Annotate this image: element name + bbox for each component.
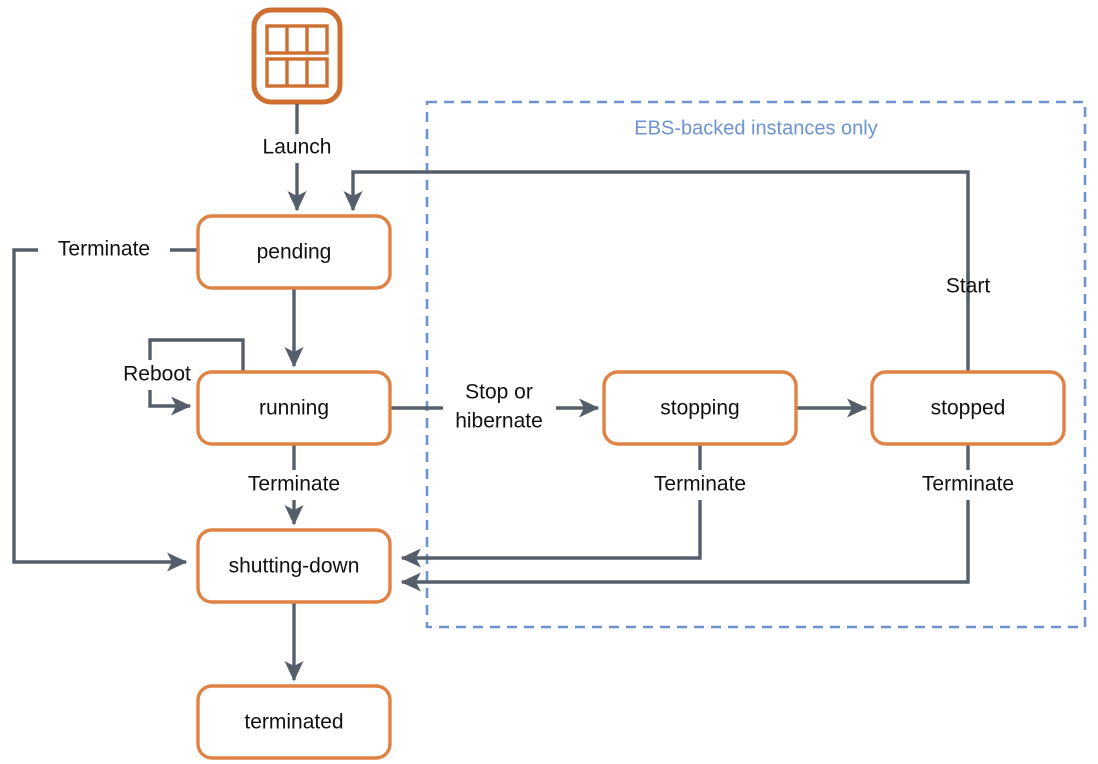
edge-label-terminate-running: Terminate (248, 473, 340, 496)
state-node-stopped[interactable]: stopped (870, 370, 1066, 446)
state-node-running-label: running (259, 397, 329, 420)
edge-label-terminate-stopping: Terminate (654, 473, 746, 496)
state-node-shutting-down-label: shutting-down (229, 555, 360, 578)
state-node-stopping-box[interactable] (602, 370, 798, 446)
state-node-stopped-label: stopped (931, 397, 1006, 420)
state-node-pending-label: pending (257, 241, 332, 264)
state-node-terminated[interactable]: terminated (196, 684, 392, 760)
state-node-pending-box[interactable] (196, 214, 392, 290)
state-node-shutting-down[interactable]: shutting-down (196, 528, 392, 604)
edge-reboot-lower (148, 390, 192, 416)
edge-label-terminate-stopped: Terminate (922, 473, 1014, 496)
edge-terminate-pending-left (12, 248, 188, 572)
edge-terminate-stopping-lower (400, 500, 702, 568)
ebs-backed-group-box (425, 100, 1087, 629)
state-node-running[interactable]: running (196, 370, 392, 446)
state-node-pending[interactable]: pending (196, 214, 392, 290)
edge-terminate-stopped-lower (400, 500, 970, 592)
state-node-terminated-box[interactable] (196, 684, 392, 760)
edge-label-launch: Launch (263, 136, 332, 159)
state-node-stopping-label: stopping (660, 397, 739, 420)
edge-label-reboot: Reboot (123, 363, 191, 386)
ami-icon (251, 7, 343, 105)
edge-label-start: Start (946, 275, 991, 298)
state-node-stopped-box[interactable] (870, 370, 1066, 446)
state-node-running-box[interactable] (196, 370, 392, 446)
ebs-backed-group-label: EBS-backed instances only (634, 117, 877, 139)
edge-label-stop-line1: Stop or (465, 381, 533, 404)
edge-label-terminate-pending: Terminate (58, 238, 150, 261)
state-node-shutting-down-box[interactable] (196, 528, 392, 604)
state-node-terminated-label: terminated (244, 711, 343, 734)
state-node-stopping[interactable]: stopping (602, 370, 798, 446)
edge-reboot-upper (148, 338, 245, 372)
edge-label-stop-line2: hibernate (455, 410, 543, 433)
edge-start-lower (343, 170, 970, 302)
